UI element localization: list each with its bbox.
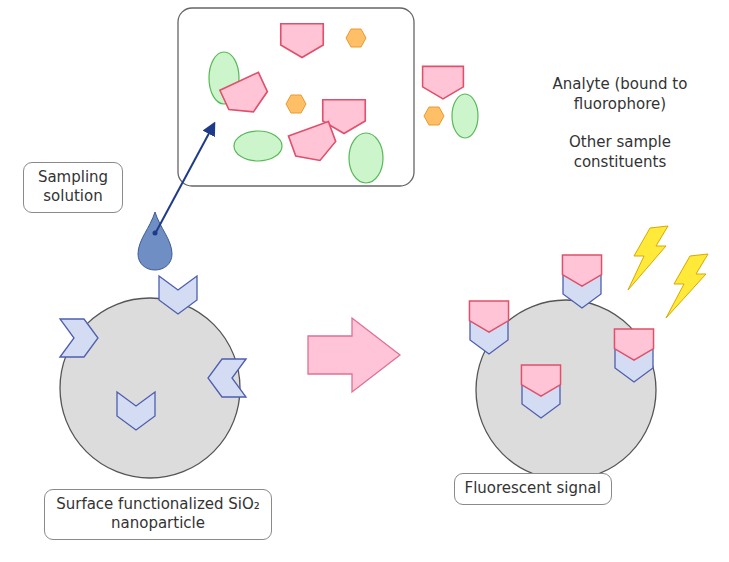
legend-label: Analyte (bound to fluorophore): [545, 74, 695, 115]
process-arrow: [308, 318, 400, 392]
box-text: Surface functionalized SiO₂ nanoparticle: [55, 495, 261, 534]
bound-receptors: [469, 255, 653, 418]
drop: [138, 212, 172, 270]
nanoparticle: [60, 298, 240, 478]
label-box: Fluorescent signal: [454, 473, 612, 505]
sample-box: [178, 8, 414, 186]
legend-label: Other sample constituents: [545, 132, 695, 173]
receptors: [60, 276, 246, 430]
sampling-arrow: [156, 124, 214, 232]
box-text: Fluorescent signal: [465, 479, 601, 499]
label-box: Surface functionalized SiO₂ nanoparticle: [44, 489, 272, 540]
box-text: Sampling solution: [34, 168, 112, 207]
label-box: Sampling solution: [23, 162, 123, 213]
sample-constituents: [209, 24, 383, 183]
lightning: [628, 226, 708, 318]
legend-symbols: [423, 66, 478, 138]
